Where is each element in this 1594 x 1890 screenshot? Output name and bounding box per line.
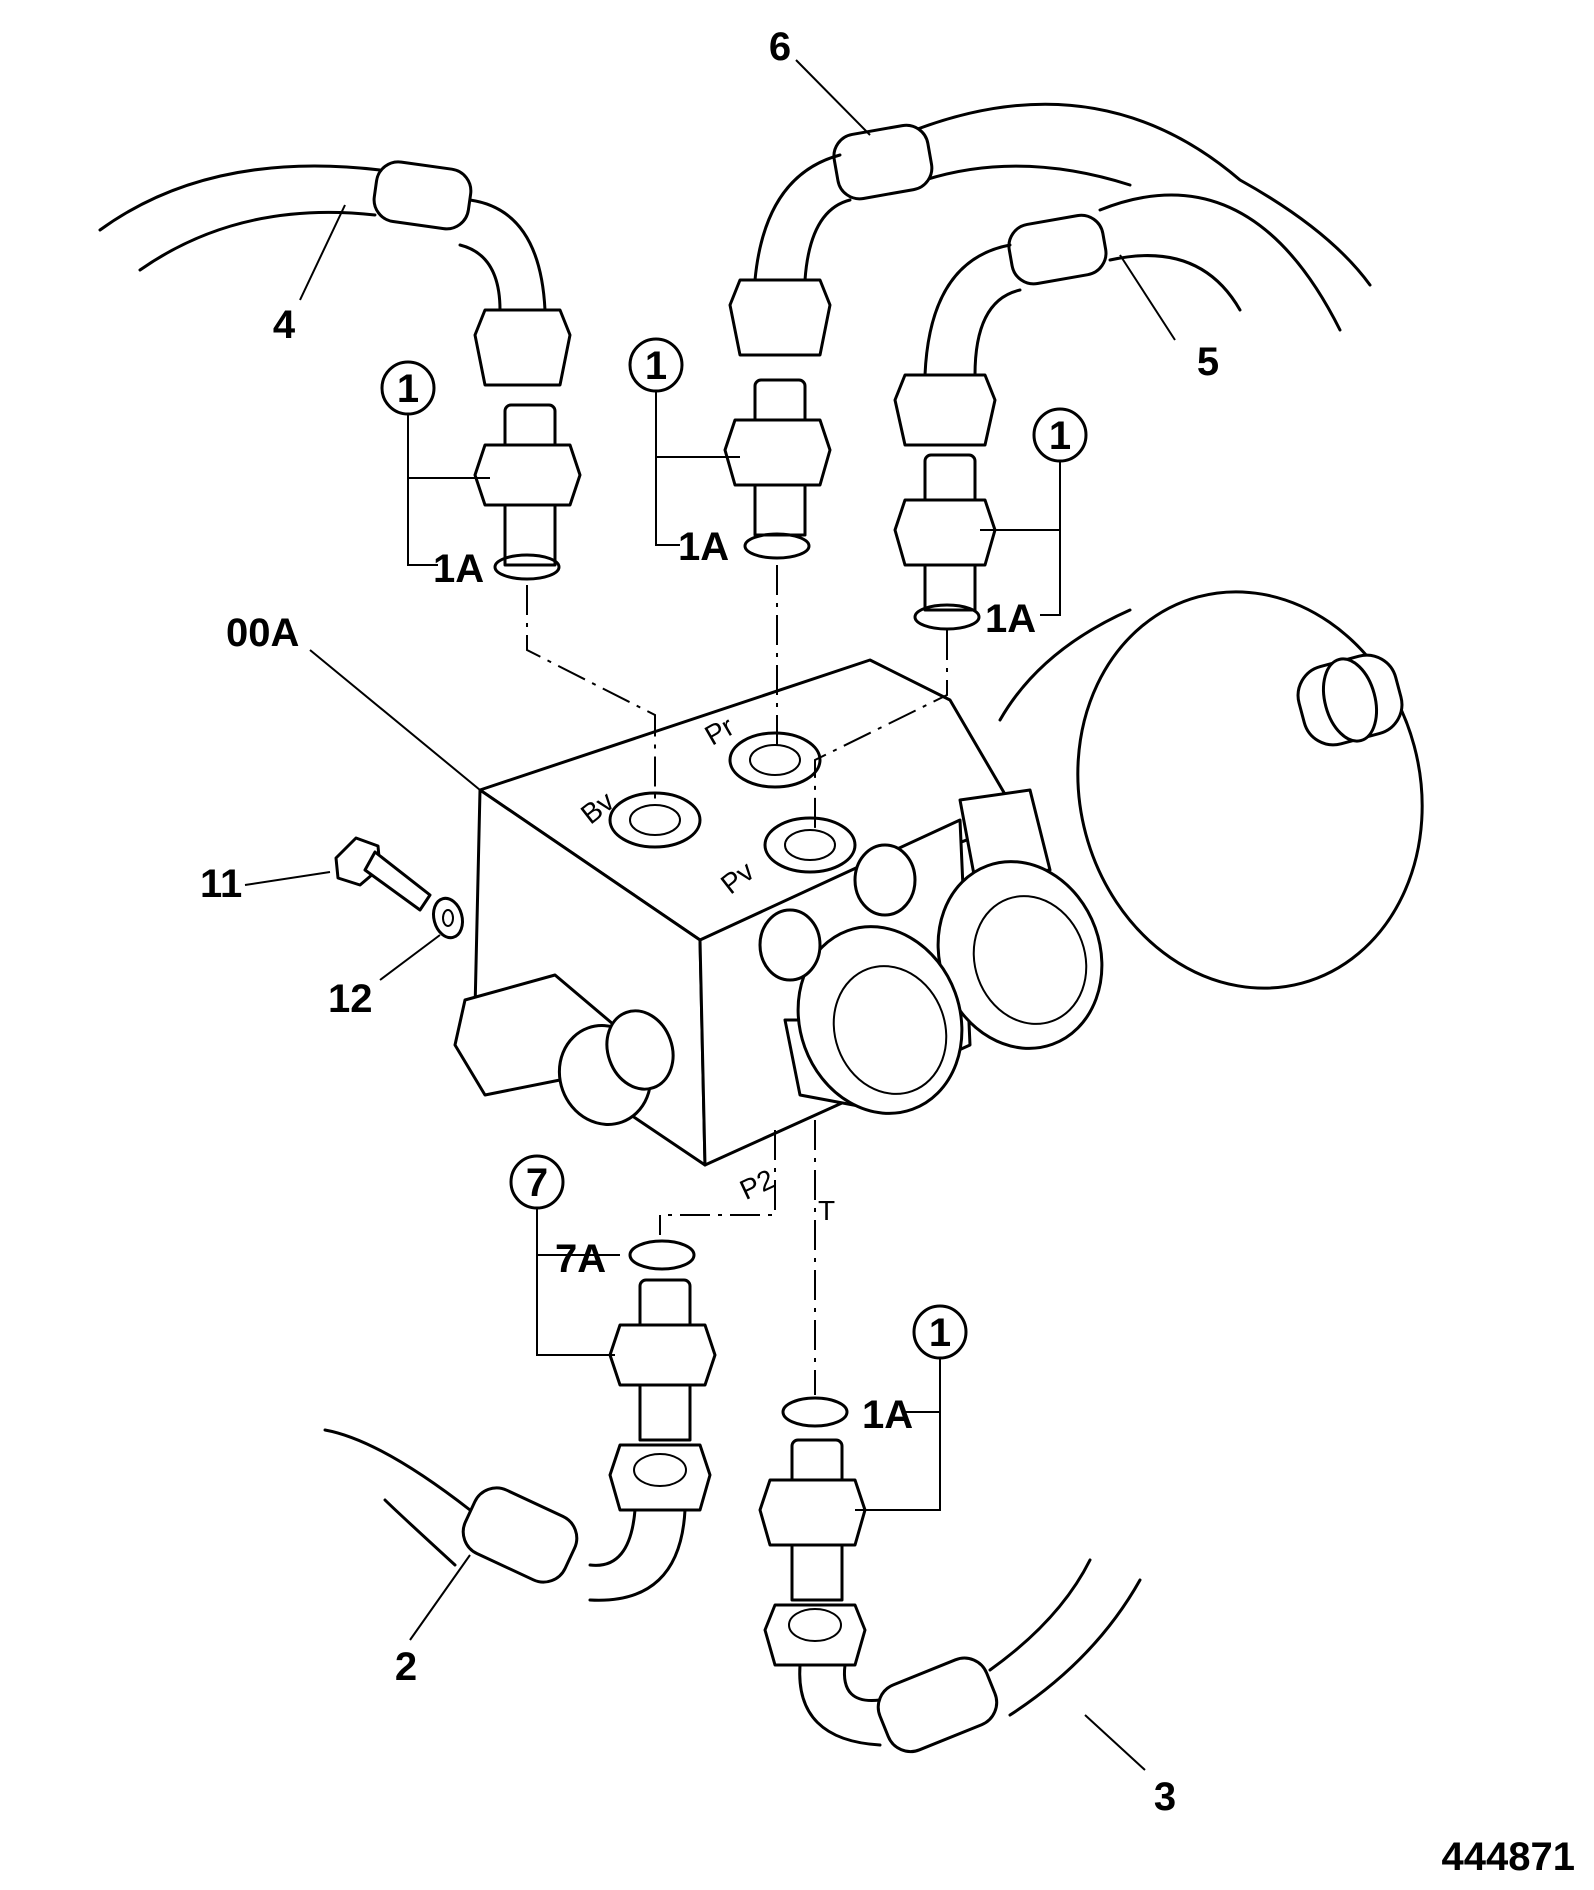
adapter-bottom-left [608, 1239, 717, 1442]
svg-text:1: 1 [929, 1311, 951, 1355]
adapter-top-right [893, 453, 997, 631]
hose-4 [98, 160, 572, 387]
port-label-p2: P2 [735, 1163, 779, 1206]
callout-1-top-left: 1 [380, 360, 436, 416]
svg-text:1: 1 [645, 344, 667, 388]
leader-lines [244, 59, 1176, 1771]
callout-1-top-center: 1 [628, 337, 684, 393]
label-12: 12 [328, 977, 373, 1021]
svg-text:1: 1 [397, 367, 419, 411]
hose-2 [323, 1428, 712, 1602]
port-bv [608, 791, 702, 849]
label-7a: 7A [555, 1237, 606, 1281]
port-label-t: T [818, 1195, 835, 1226]
label-2: 2 [395, 1645, 417, 1689]
solenoid-rear [853, 788, 1104, 1050]
adapter-top-center [723, 378, 832, 560]
hose-6 [728, 102, 1372, 357]
label-1a-top-left: 1A [433, 547, 484, 591]
hose-5 [893, 193, 1342, 447]
label-00a: 00A [226, 611, 299, 655]
label-4: 4 [273, 303, 296, 347]
solenoid-front [758, 908, 964, 1115]
cap-plug [557, 1009, 675, 1126]
svg-text:7: 7 [526, 1161, 548, 1205]
bolt [334, 836, 432, 912]
figure-number: 444871 [1442, 1835, 1575, 1879]
label-5: 5 [1197, 340, 1219, 384]
hose-3 [763, 1558, 1142, 1754]
port-pr [728, 731, 822, 789]
port-pv [763, 816, 857, 874]
svg-text:1: 1 [1049, 414, 1071, 458]
label-1a-top-center: 1A [678, 525, 729, 569]
callout-7: 7 [509, 1154, 565, 1210]
adapter-bottom-right [758, 1396, 867, 1602]
callout-1-bottom-right: 1 [912, 1304, 968, 1360]
label-1a-top-right: 1A [985, 597, 1036, 641]
adapter-top-left [473, 403, 582, 581]
label-11: 11 [200, 862, 242, 906]
callout-1-top-right: 1 [1032, 407, 1088, 463]
label-3: 3 [1154, 1775, 1176, 1819]
accumulator [998, 590, 1424, 990]
washer [432, 896, 464, 940]
label-1a-bottom-right: 1A [862, 1393, 913, 1437]
label-6: 6 [769, 25, 791, 69]
